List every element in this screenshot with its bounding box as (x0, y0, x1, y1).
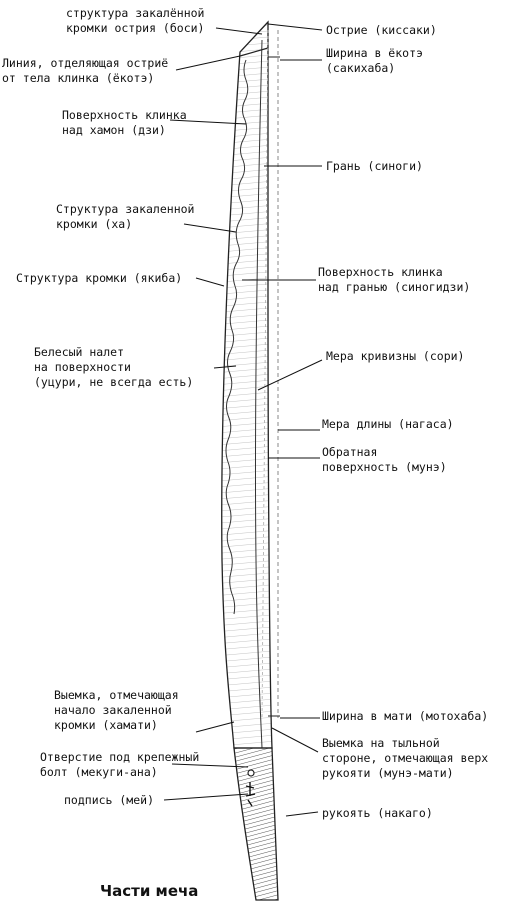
label-nagasa: Мера длины (нагаса) (322, 417, 454, 431)
shinogi-line (254, 39, 263, 749)
mekugi-hole (247, 769, 255, 777)
diagram-title: Части меча (100, 882, 199, 900)
label-nakago: рукоять (накаго) (322, 806, 433, 820)
label-mei: подпись (мей) (64, 793, 155, 807)
yokote-line (239, 47, 269, 57)
tang (233, 747, 279, 901)
mei-signature (245, 782, 256, 807)
label-shinogi: Грань (синоги) (326, 159, 423, 173)
label-motohaba: Ширина в мати (мотохаба) (322, 709, 489, 723)
hamon-line (225, 59, 249, 615)
sori-line (261, 29, 269, 719)
label-yakiba: Структура кромки (якиба) (16, 271, 183, 285)
label-sori: Мера кривизны (сори) (326, 349, 465, 363)
label-kissaki: Острие (киссаки) (326, 23, 437, 37)
label-sakihaba: Ширина в ёкотэ(сакихаба) (326, 46, 423, 75)
